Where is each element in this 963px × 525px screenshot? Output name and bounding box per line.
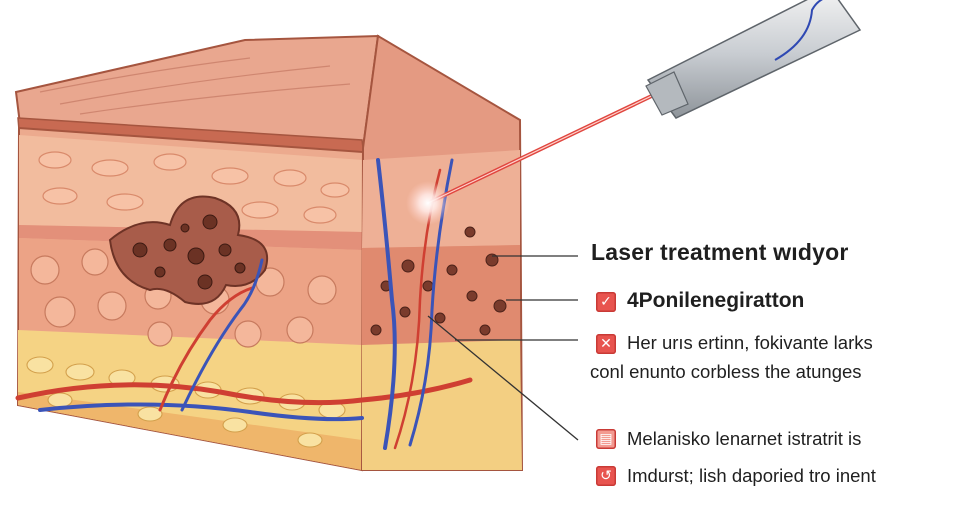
diagram-title: Laser treatment wıdyor [591, 239, 849, 265]
cross-icon: ✕ [596, 334, 616, 354]
label-item-2-line-1: Her urıs ertinn, fokivante larks [627, 332, 873, 353]
document-icon: ▤ [596, 429, 616, 449]
label-item-3: Melanisko lenarnet istratrit is [627, 428, 862, 449]
check-icon: ✓ [596, 292, 616, 312]
callout-leaders [427, 255, 579, 441]
pigmented-lesion [108, 195, 269, 305]
label-item-1: 4Ponilenegiratton [627, 289, 805, 312]
label-item-4: Imdurst; lish daporied tro inent [627, 465, 876, 486]
refresh-icon: ↺ [596, 466, 616, 486]
laser-device [406, 0, 862, 225]
label-item-2-line-2: conl enunto corbless the atunges [590, 361, 862, 382]
